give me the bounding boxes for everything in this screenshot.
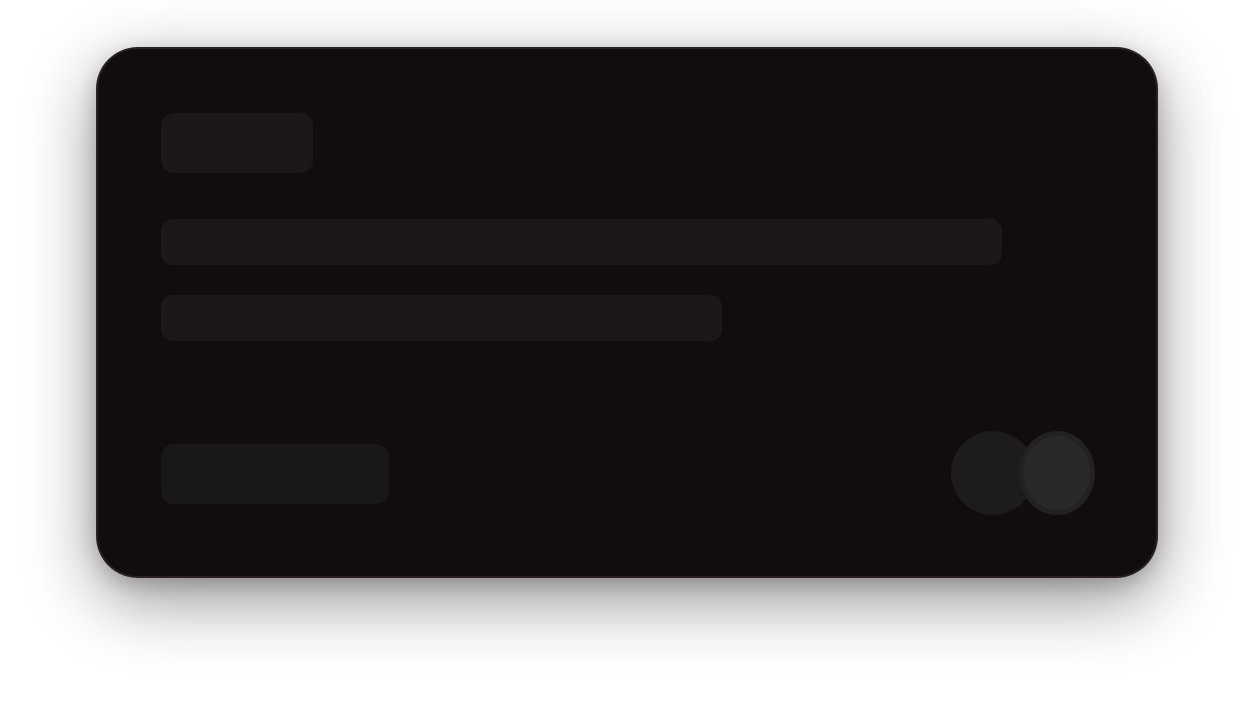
text-line-placeholder-2 (161, 295, 722, 341)
title-placeholder (161, 113, 313, 173)
avatar-placeholder-2 (1019, 431, 1095, 515)
skeleton-card (96, 47, 1158, 578)
text-line-placeholder-1 (161, 219, 1002, 265)
footer-placeholder (161, 444, 389, 504)
